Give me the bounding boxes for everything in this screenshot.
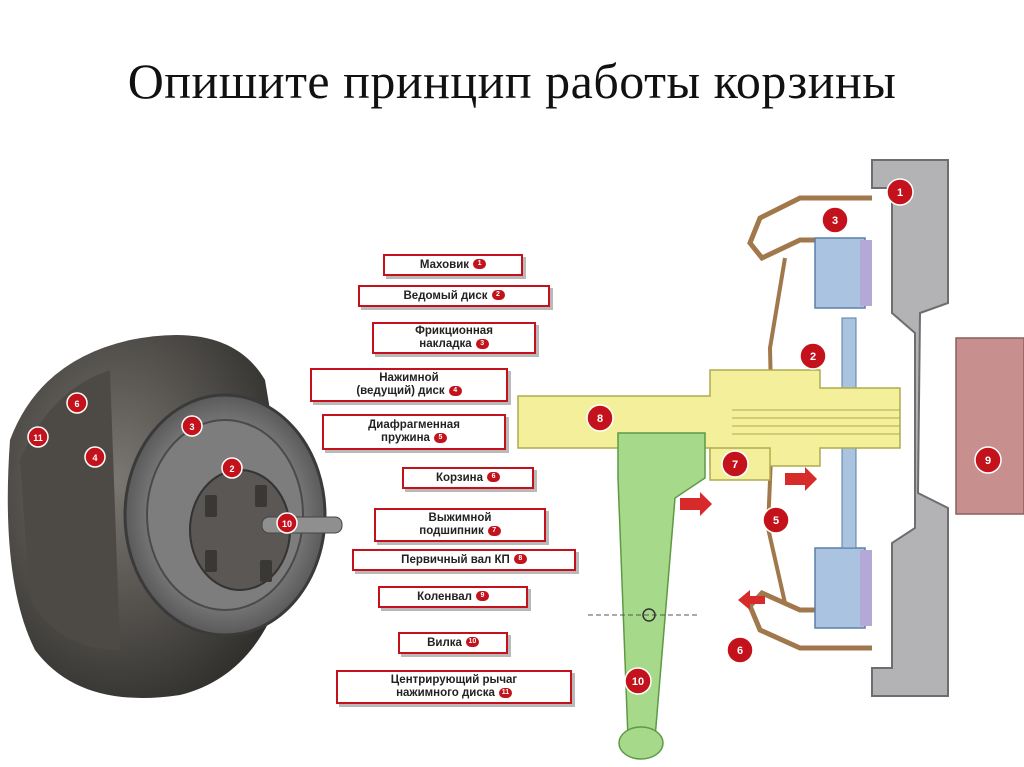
number-marker: 8 bbox=[586, 404, 614, 432]
shaft-stub bbox=[261, 516, 343, 534]
label-number-badge: 11 bbox=[498, 687, 512, 698]
number-marker-text: 6 bbox=[737, 645, 743, 657]
label-number-badge: 10 bbox=[465, 637, 479, 648]
number-marker-text: 11 bbox=[33, 433, 43, 443]
number-marker-text: 8 bbox=[597, 413, 603, 425]
number-marker: 3 bbox=[821, 206, 849, 234]
number-marker: 2 bbox=[221, 457, 243, 479]
number-marker-text: 2 bbox=[810, 351, 816, 363]
number-marker-text: 4 bbox=[92, 453, 97, 463]
flywheel-shape bbox=[871, 159, 949, 697]
number-marker: 9 bbox=[974, 446, 1002, 474]
number-marker: 5 bbox=[762, 506, 790, 534]
number-marker: 10 bbox=[624, 667, 652, 695]
arrow-right-2 bbox=[785, 467, 817, 491]
number-marker-text: 10 bbox=[282, 519, 292, 529]
number-marker-text: 7 bbox=[732, 459, 738, 471]
number-marker-text: 6 bbox=[74, 399, 79, 409]
label-number-badge: 5 bbox=[433, 432, 447, 443]
pressure-plate-shape bbox=[814, 237, 866, 309]
number-marker-text: 3 bbox=[189, 422, 194, 432]
label-number-badge: 6 bbox=[487, 472, 501, 483]
label-number-badge: 3 bbox=[475, 338, 489, 349]
number-marker: 4 bbox=[84, 446, 106, 468]
number-marker: 2 bbox=[799, 342, 827, 370]
number-marker: 1 bbox=[886, 178, 914, 206]
fork-shape bbox=[617, 432, 706, 739]
number-marker-text: 9 bbox=[985, 455, 991, 467]
number-marker: 10 bbox=[276, 512, 298, 534]
arrow-right-1 bbox=[680, 492, 712, 516]
number-marker-text: 3 bbox=[832, 215, 838, 227]
label-number-badge: 7 bbox=[487, 525, 501, 536]
number-marker-text: 5 bbox=[773, 515, 779, 527]
label-number-badge: 9 bbox=[475, 591, 489, 602]
number-marker-text: 1 bbox=[897, 187, 903, 199]
cover-shape bbox=[747, 195, 872, 262]
arrow-left-1 bbox=[738, 590, 765, 610]
label-number-badge: 4 bbox=[448, 385, 462, 396]
number-marker: 6 bbox=[66, 392, 88, 414]
label-number-badge: 2 bbox=[491, 290, 505, 301]
clutch-photo: 6 11 4 3 2 10 bbox=[7, 335, 343, 698]
number-marker: 11 bbox=[27, 426, 49, 448]
number-marker-text: 2 bbox=[229, 464, 234, 474]
clutch-cross-section: 1 3 2 8 7 5 9 6 10 bbox=[517, 159, 1024, 760]
number-marker: 3 bbox=[181, 415, 203, 437]
slide-title: Опишите принцип работы корзины bbox=[127, 53, 897, 109]
friction-lining-shape bbox=[860, 240, 872, 306]
number-marker: 7 bbox=[721, 450, 749, 478]
label-number-badge: 8 bbox=[513, 554, 527, 565]
number-marker-text: 10 bbox=[632, 676, 644, 688]
label-number-badge: 1 bbox=[473, 259, 487, 270]
crankshaft-shape bbox=[955, 337, 1024, 515]
number-marker: 6 bbox=[726, 636, 754, 664]
